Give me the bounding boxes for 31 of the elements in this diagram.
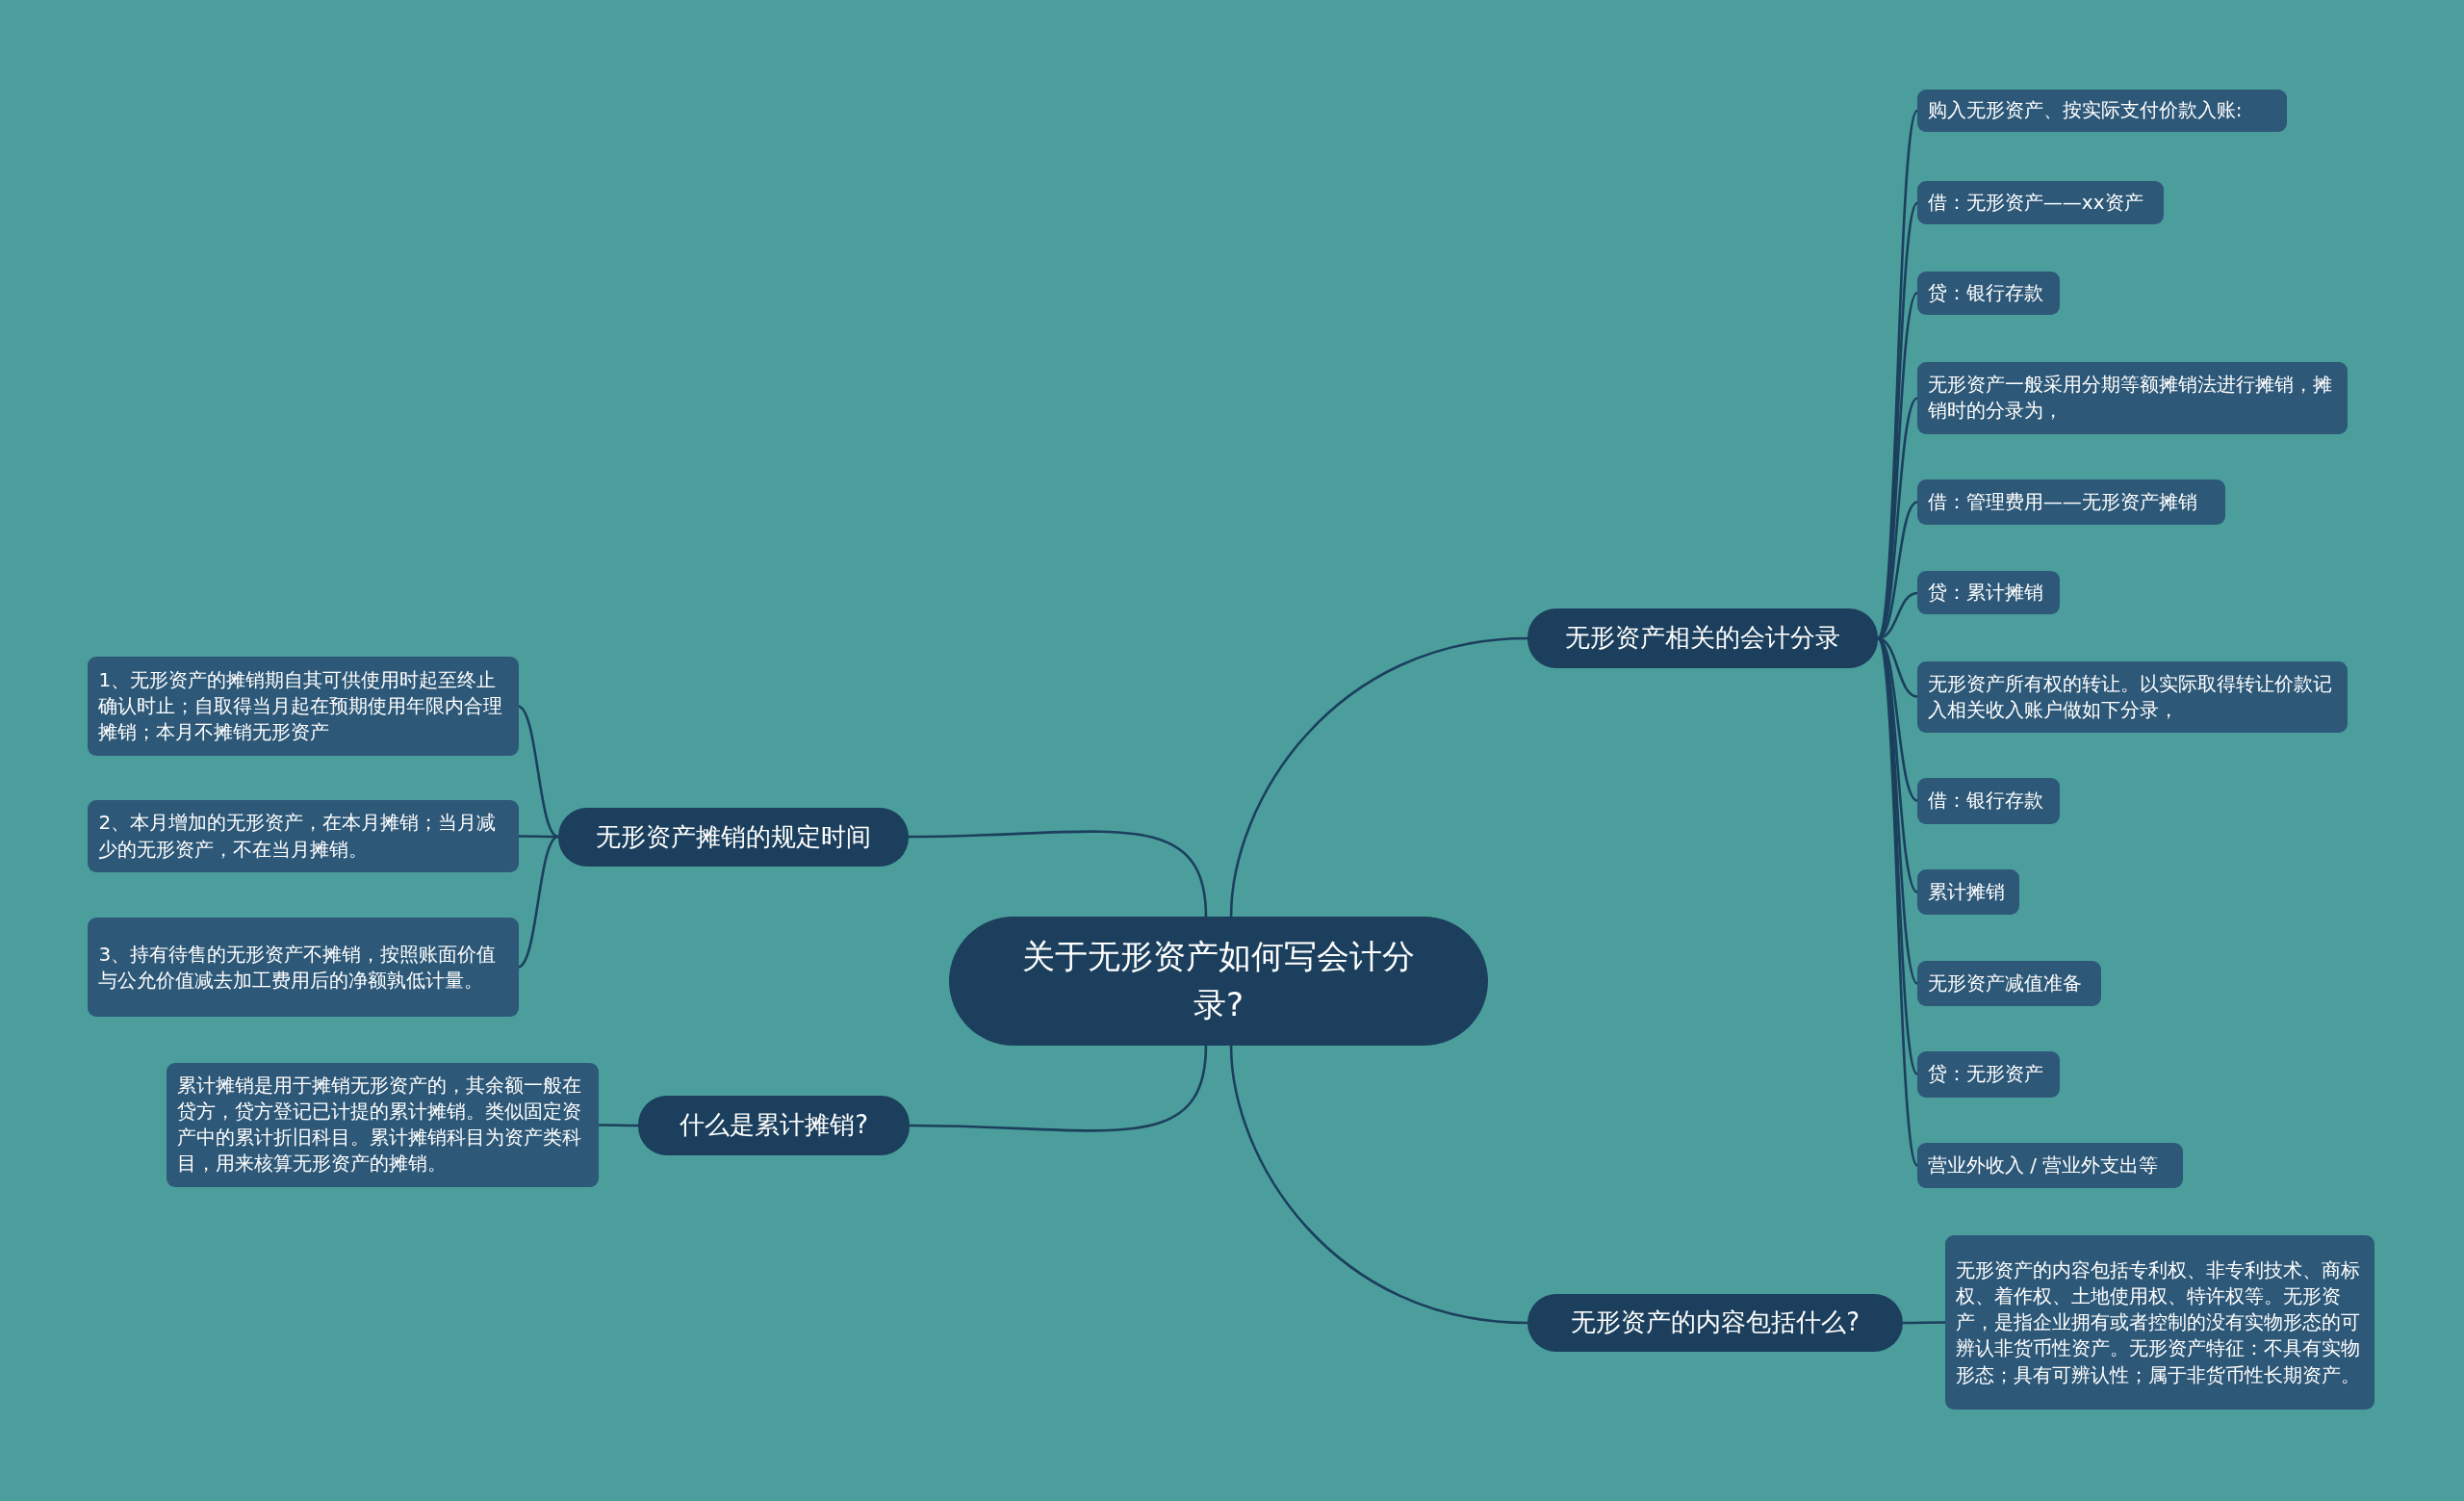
connector-line [1229,636,1528,918]
note-box: 贷：银行存款 [1916,272,2061,315]
note-box: 购入无形资产、按实际支付价款入账: [1916,90,2287,133]
note-box: 贷：累计摊销 [1916,570,2061,615]
connector-line [909,830,1208,918]
note-box: 借：银行存款 [1916,778,2061,824]
note-box: 2、本月增加的无形资产，在本月摊销；当月减少的无形资产，不在当月摊销。 [88,800,519,873]
note-box: 无形资产一般采用分期等额摊销法进行摊销，摊销时的分录为， [1916,361,2348,434]
note-box: 营业外收入 / 营业外支出等 [1916,1142,2183,1189]
note-box: 无形资产减值准备 [1916,960,2101,1006]
note-box: 累计摊销是用于摊销无形资产的，其余额一般在贷方，贷方登记已计提的累计摊销。类似固定资产中的累计折旧科目。累计摊销科目为资产类科目，用来核算无形资产的摊销。 [167,1062,599,1187]
note-box: 无形资产的内容包括专利权、非专利技术、商标权、着作权、土地使用权、特许权等。无形资产，是指企业拥有或者控制的没有实物形态的可辨认非货币性资产。无形资产特征：不具有实物形态；具有可辨认性；属于非货币性长期资产。 [1945,1235,2374,1410]
topic-box: 无形资产摊销的规定时间 [557,808,909,867]
note-box: 借：无形资产——xx资产 [1916,180,2165,225]
connector-line [518,835,558,839]
note-box: 借：管理费用——无形资产摊销 [1916,479,2225,526]
central-topic: 关于无形资产如何写会计分录? [949,916,1489,1046]
note-box: 累计摊销 [1916,868,2019,916]
note-box: 贷：无形资产 [1916,1051,2061,1098]
note-box: 1、无形资产的摊销期自其可供使用时起至终止确认时止；自取得当月起在预期使用年限内合理摊销；本月不摊销无形资产 [88,657,519,757]
connector-line [1903,1321,1945,1325]
connector-line [599,1124,638,1127]
topic-box: 无形资产的内容包括什么? [1527,1293,1904,1353]
topic-box: 无形资产相关的会计分录 [1527,608,1878,668]
note-box: 无形资产所有权的转让。以实际取得转让价款记入相关收入账户做如下分录， [1916,661,2348,733]
note-box: 3、持有待售的无形资产不摊销，按照账面价值与公允价值减去加工费用后的净额孰低计量。 [88,918,519,1018]
connector-line [910,1045,1208,1132]
connector-line [517,705,559,839]
topic-box: 什么是累计摊销? [637,1095,911,1155]
connector-line [517,835,559,969]
connector-line [1229,1045,1528,1325]
